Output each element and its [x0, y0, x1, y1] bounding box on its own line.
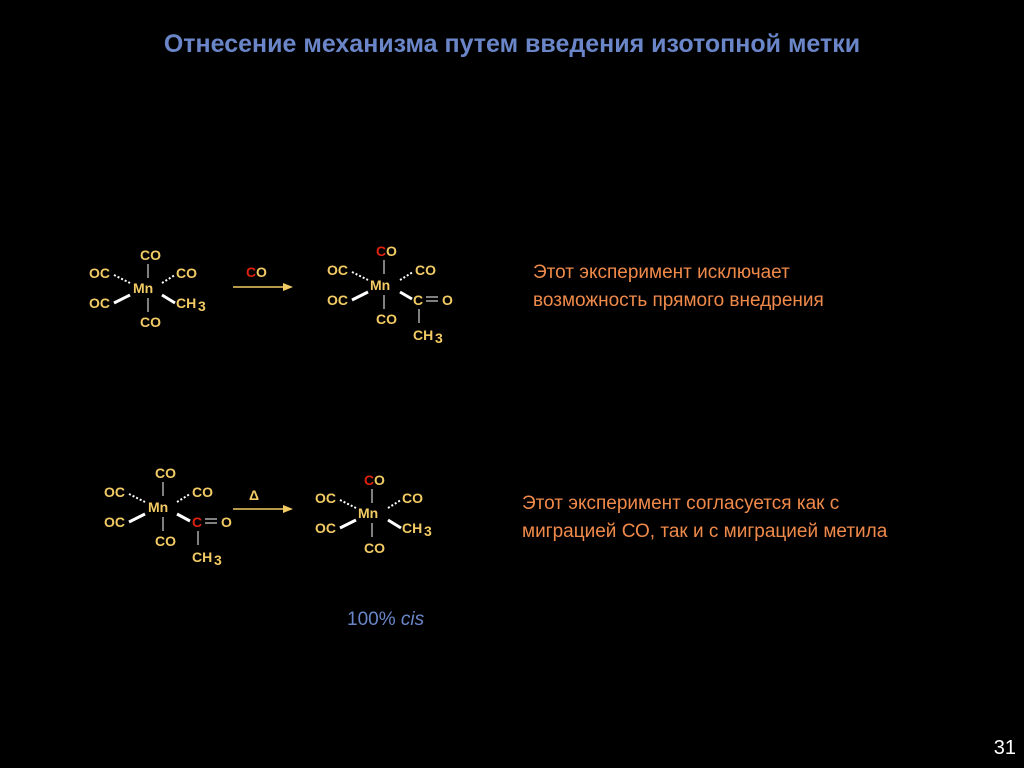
bond — [161, 293, 176, 305]
product-2-complex: C O OC CO Mn OC CH 3 CO — [315, 472, 432, 556]
axial-bottom-co: CO — [140, 314, 161, 330]
bond — [128, 493, 146, 503]
bond — [339, 518, 357, 530]
eq-oc-lower: OC — [89, 295, 110, 311]
bond — [351, 290, 369, 302]
labeled-acyl-c: C — [192, 514, 202, 530]
bond — [399, 271, 414, 281]
note-1-line-1: Этот эксперимент исключает — [533, 262, 790, 283]
metal-center: Mn — [358, 505, 378, 521]
bond — [176, 512, 191, 523]
bond — [351, 271, 369, 281]
labeled-carbon: C — [376, 243, 386, 259]
axial-bottom-co: CO — [376, 311, 397, 327]
axial-top-co: CO — [140, 247, 161, 263]
note-1: Этот эксперимент исключает возможность п… — [533, 259, 824, 315]
eq-ch3-sub: 3 — [198, 298, 206, 314]
axial-bottom-co: CO — [155, 533, 176, 549]
axial-bottom-co: CO — [364, 540, 385, 556]
eq-oc-upper: OC — [327, 262, 348, 278]
eq-ch3-sub: 3 — [424, 523, 432, 539]
reaction-2: CO OC CO Mn OC C O CO CH 3 Δ C O O — [104, 465, 432, 568]
acyl-o: O — [221, 514, 232, 530]
ch3-c: CH — [413, 327, 433, 343]
cis-isomer: cis — [400, 609, 425, 630]
eq-oc-lower: OC — [104, 514, 125, 530]
note-2-line-1: Этот эксперимент согласуется как с — [522, 493, 840, 514]
eq-ch3-c: CH — [402, 520, 422, 536]
cis-result: 100% cis — [347, 609, 424, 631]
axial-top-co: CO — [155, 465, 176, 481]
slide-number: 31 — [993, 737, 1016, 759]
bond — [387, 499, 402, 509]
bond — [128, 512, 146, 524]
note-1-line-2: возможность прямого внедрения — [533, 290, 824, 311]
metal-center: Mn — [370, 277, 390, 293]
oxygen: O — [256, 264, 267, 280]
bond — [113, 293, 131, 305]
note-2-line-2: миграцией СО, так и с миграцией метила — [522, 521, 888, 542]
cis-percent: 100% — [347, 609, 396, 630]
product-1-complex: C O OC CO Mn OC C O CO CH 3 — [327, 243, 453, 346]
eq-oc-lower: OC — [315, 520, 336, 536]
ch3-sub: 3 — [435, 330, 443, 346]
acyl-o: O — [442, 292, 453, 308]
slide-title: Отнесение механизма путем введения изото… — [163, 30, 861, 58]
eq-co-upper: CO — [415, 262, 436, 278]
metal-center: Mn — [133, 280, 153, 296]
heat-symbol: Δ — [249, 487, 259, 503]
ch3-c: CH — [192, 549, 212, 565]
eq-ch3-c: CH — [176, 295, 196, 311]
oxygen: O — [374, 472, 385, 488]
reaction-1: CO OC CO Mn OC CH 3 CO C O C O OC — [89, 243, 453, 346]
bond — [176, 493, 191, 503]
eq-co-upper: CO — [192, 484, 213, 500]
ch3-sub: 3 — [214, 552, 222, 568]
bond — [113, 274, 131, 284]
metal-center: Mn — [148, 499, 168, 515]
bond — [161, 274, 176, 284]
eq-co-upper: CO — [402, 490, 423, 506]
note-2: Этот эксперимент согласуется как с мигра… — [522, 490, 887, 546]
labeled-carbon: C — [364, 472, 374, 488]
oxygen: O — [386, 243, 397, 259]
arrow-1-head — [283, 283, 293, 291]
bond — [339, 499, 357, 509]
eq-oc-upper: OC — [315, 490, 336, 506]
labeled-carbon: C — [246, 264, 256, 280]
arrow-2-head — [283, 505, 293, 513]
eq-co-upper: CO — [176, 265, 197, 281]
acyl-c: C — [413, 292, 423, 308]
eq-oc-upper: OC — [104, 484, 125, 500]
reactant-1-complex: CO OC CO Mn OC CH 3 CO — [89, 247, 206, 330]
reagent-labeled-co: C O — [246, 264, 267, 280]
bond — [387, 518, 402, 530]
bond — [399, 290, 413, 301]
eq-oc-upper: OC — [89, 265, 110, 281]
reactant-2-complex: CO OC CO Mn OC C O CO CH 3 — [104, 465, 232, 568]
eq-oc-lower: OC — [327, 292, 348, 308]
